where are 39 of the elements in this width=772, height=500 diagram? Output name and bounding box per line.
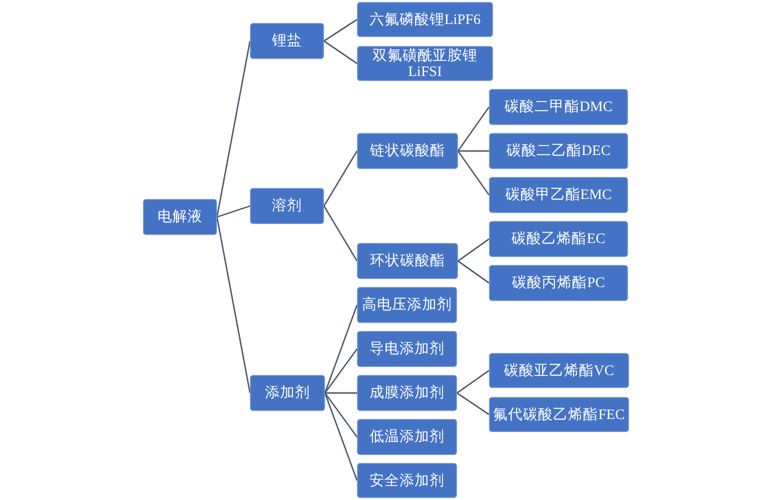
connector-line — [323, 206, 358, 262]
node-box: 环状碳酸酯 — [357, 243, 458, 279]
connector-line — [324, 304, 358, 394]
connector-line — [324, 392, 358, 438]
node-box: 碳酸甲乙酯EMC — [489, 177, 628, 213]
node-box: 氟代碳酸乙烯酯FEC — [489, 397, 629, 432]
node-box: 添加剂 — [250, 375, 325, 411]
node-box: 碳酸乙烯酯EC — [489, 221, 628, 257]
connector-line — [216, 216, 251, 394]
connector-line — [323, 150, 358, 206]
connector-line — [458, 150, 489, 152]
node-box: 低温添加剂 — [357, 419, 457, 455]
connector-line — [324, 18, 358, 42]
node-box: 成膜添加剂 — [357, 375, 457, 411]
node-box: 碳酸亚乙烯酯VC — [489, 353, 629, 388]
node-box: 导电添加剂 — [357, 331, 457, 367]
node-box: 碳酸丙烯酯PC — [489, 265, 628, 301]
node-box: 溶剂 — [250, 188, 324, 224]
connector-line — [458, 260, 490, 284]
connector-line — [456, 392, 490, 416]
connector-line — [458, 238, 490, 262]
node-box: 高电压添加剂 — [357, 287, 457, 323]
node-box: 电解液 — [143, 199, 217, 235]
node-box: 双氟磺酰亚胺锂LiFSI — [357, 46, 493, 81]
node-box: 锂盐 — [250, 23, 324, 59]
node-box: 安全添加剂 — [357, 463, 457, 498]
connector-line — [216, 205, 250, 218]
connector-line — [324, 348, 358, 394]
node-box: 碳酸二乙酯DEC — [489, 133, 628, 169]
node-box: 碳酸二甲酯DMC — [489, 89, 628, 125]
node-box: 链状碳酸酯 — [357, 133, 458, 169]
connector-line — [324, 40, 358, 64]
connector-line — [457, 150, 490, 196]
connector-line — [216, 40, 251, 218]
connector-line — [325, 392, 357, 394]
connector-line — [457, 106, 490, 152]
connector-line — [456, 370, 490, 394]
connector-line — [324, 392, 358, 481]
node-box: 六氟磷酸锂LiPF6 — [357, 2, 493, 37]
